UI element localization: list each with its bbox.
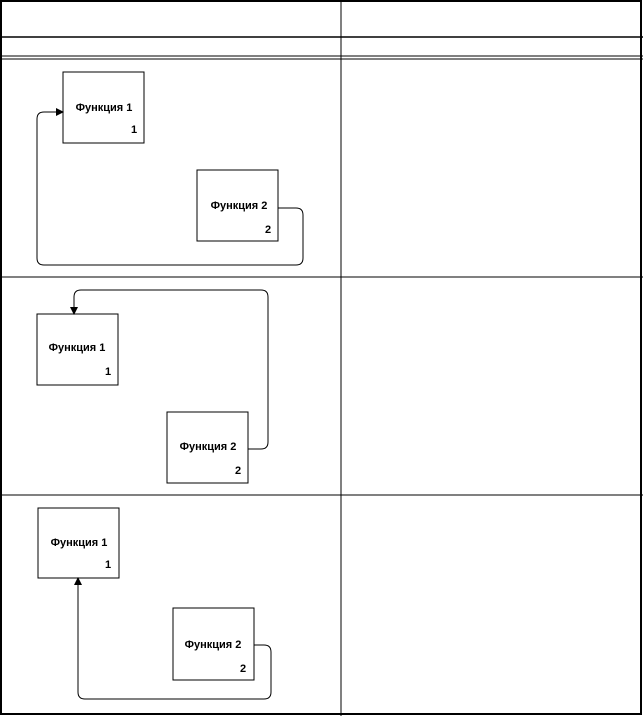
function-2-number: 2 [265,224,271,236]
function-1-title: Функция 1 [49,342,106,354]
function-2-box [172,607,255,681]
row-1-diagram: Функция 1 1 Функция 2 2 [36,71,304,266]
feedback-arrow [70,289,269,450]
row-3-diagram: Функция 1 1 Функция 2 2 [37,507,272,700]
feedback-arrow [36,108,304,266]
feedback-arrow [74,577,272,700]
function-2-box [196,169,279,242]
function-2-number: 2 [235,465,241,477]
function-1-box [37,507,120,579]
function-1-number: 1 [131,124,137,136]
function-1-title: Функция 1 [76,102,133,114]
function-1-number: 1 [105,559,111,571]
function-2-title: Функция 2 [180,441,237,453]
function-2-title: Функция 2 [211,200,268,212]
function-2-title: Функция 2 [185,639,242,651]
function-1-box [62,71,145,144]
row-2-diagram: Функция 1 1 Функция 2 2 [36,289,269,484]
function-2-box [166,411,249,484]
function-1-title: Функция 1 [51,537,108,549]
function-2-number: 2 [240,663,246,675]
function-1-number: 1 [105,366,111,378]
function-1-box [36,313,119,386]
